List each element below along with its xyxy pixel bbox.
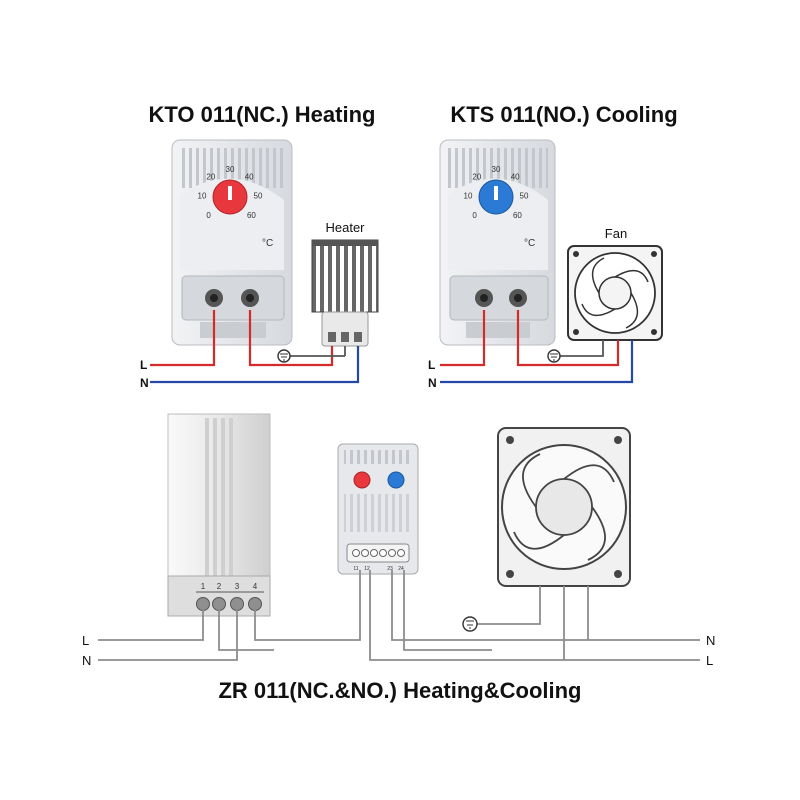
- wire-l-label: L: [428, 358, 435, 372]
- zr-terminal-number: 11: [353, 566, 358, 572]
- dial-tick-label: 30: [492, 165, 501, 174]
- heater-label: Heater: [325, 220, 365, 235]
- title-kts: KTS 011(NO.) Cooling: [450, 102, 677, 127]
- heater-terminal-number: 1: [201, 582, 206, 591]
- dial-tick-label: 50: [520, 191, 529, 200]
- zr-terminal-labels: 11 12 23 24: [353, 566, 404, 572]
- title-kto: KTO 011(NC.) Heating: [149, 102, 376, 127]
- zr-terminal-number: 23: [387, 566, 393, 572]
- dial-tick-label: 60: [247, 211, 256, 220]
- terminal-screw: [230, 597, 244, 611]
- heater-terminal-number: 4: [253, 582, 258, 591]
- terminal-screw: [196, 597, 210, 611]
- wire-n-label: N: [428, 376, 437, 390]
- dial-tick-label: 50: [254, 191, 263, 200]
- heater-terminal-number: 2: [217, 582, 222, 591]
- panel-heater: 1 2 3 4: [167, 413, 271, 617]
- dial-tick-label: 10: [464, 191, 473, 200]
- dial-tick-label: 60: [513, 211, 522, 220]
- dial-tick-label: 40: [245, 173, 254, 182]
- dial-tick-label: 0: [206, 211, 211, 220]
- ground-icon: [277, 349, 291, 363]
- terminal-screw: [248, 597, 262, 611]
- kts-unit: °C: [524, 238, 535, 249]
- wire-l-label: L: [140, 358, 147, 372]
- dial-tick-label: 0: [472, 211, 477, 220]
- terminal-screw: [212, 597, 226, 611]
- zr-thermostat: 11 12 23 24: [337, 443, 419, 575]
- kto-wiring: L N: [140, 310, 360, 390]
- fan-small: Fan: [567, 226, 663, 341]
- kts-wiring: L N: [428, 310, 634, 390]
- heater-device: Heater: [311, 220, 379, 347]
- ground-icon: [547, 349, 561, 363]
- dial-tick-label: 40: [511, 173, 520, 182]
- heater-terminal-number: 3: [235, 582, 240, 591]
- wire-l-label: L: [706, 653, 713, 668]
- wire-n-label: N: [82, 653, 91, 668]
- wire-n-label: N: [140, 376, 149, 390]
- title-zr: ZR 011(NC.&NO.) Heating&Cooling: [218, 678, 581, 703]
- kto-unit: °C: [262, 238, 273, 249]
- dial-tick-label: 20: [206, 173, 215, 182]
- zr-cool-knob[interactable]: [387, 471, 405, 489]
- zr-terminal-number: 12: [364, 566, 370, 572]
- dial-tick-label: 30: [226, 165, 235, 174]
- zr-wiring: [98, 570, 700, 661]
- fan-large: [497, 427, 631, 587]
- zr-heat-knob[interactable]: [353, 471, 371, 489]
- heater-terminal-labels: 1 2 3 4: [201, 582, 258, 591]
- ground-icon: [462, 616, 478, 632]
- dial-tick-label: 20: [472, 173, 481, 182]
- dial-tick-label: 10: [198, 191, 207, 200]
- wire-l-label: L: [82, 633, 89, 648]
- fan-label: Fan: [605, 226, 627, 241]
- wire-n-label: N: [706, 633, 715, 648]
- zr-terminal-number: 24: [398, 566, 404, 572]
